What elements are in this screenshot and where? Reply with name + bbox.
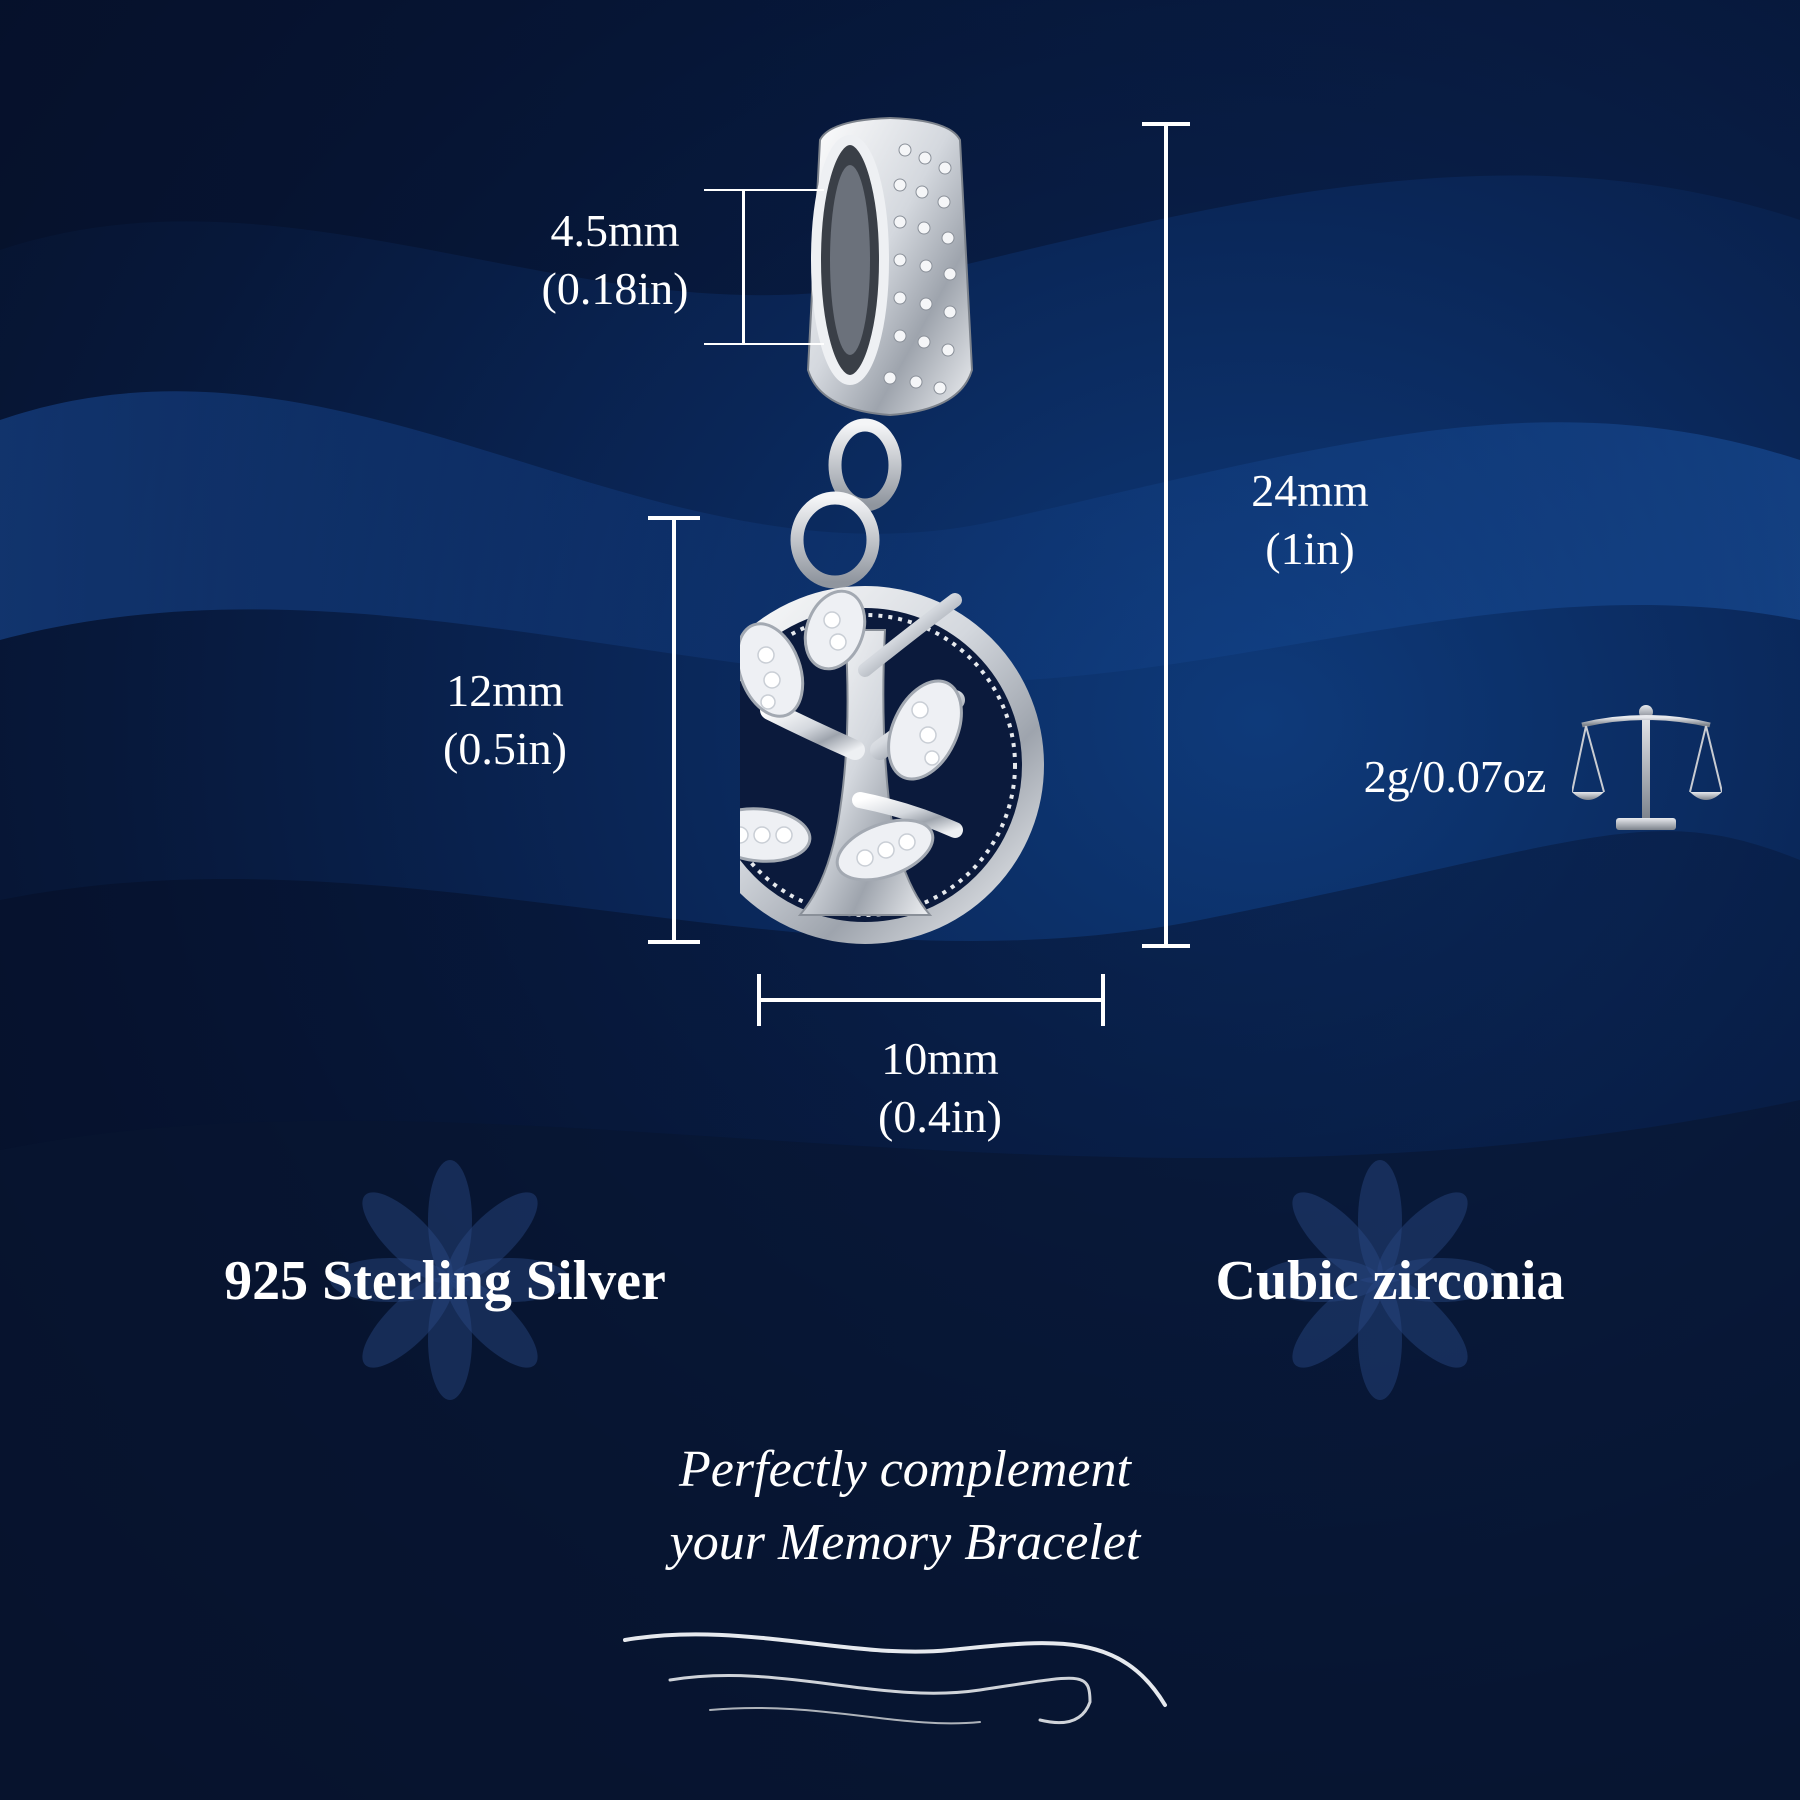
bail-bead [806,116,974,417]
pendant-height-cap-bottom [648,940,700,944]
bail-dimension-inch: (0.18in) [541,262,689,314]
flower-ornament-left [330,1160,570,1400]
flower-ornament-right [1260,1160,1500,1400]
weight-label: 2g/0.07oz [1363,751,1547,802]
tagline-line-1: Perfectly complement [679,1441,1131,1498]
bail-dimension-line [742,190,745,344]
bail-dimension-cap-bottom [704,343,824,345]
total-height-label: 24mm (1in) [1210,462,1410,577]
pendant-height-line [672,518,676,942]
balance-scale-icon [1572,705,1722,830]
total-height-mm: 24mm [1251,465,1369,516]
pendant-disc [740,586,1044,944]
width-dimension-label: 10mm (0.4in) [840,1030,1040,1145]
material-label: 925 Sterling Silver [224,1250,666,1312]
width-dimension-line [758,998,1104,1002]
width-dimension-inch: (0.4in) [878,1090,1002,1142]
width-dimension-cap-left [757,974,761,1026]
total-height-cap-bottom [1142,944,1190,948]
total-height-inch: (1in) [1265,522,1355,574]
tagline: Perfectly complement your Memory Bracele… [600,1434,1210,1580]
width-dimension-cap-right [1101,974,1105,1026]
pendant-height-label: 12mm (0.5in) [410,662,600,777]
total-height-line [1164,124,1168,946]
jump-ring-bottom [790,491,880,589]
tree-of-life-charm-image [740,116,1044,944]
bail-dimension-label: 4.5mm (0.18in) [520,202,710,317]
stone-label: Cubic zirconia [1215,1250,1565,1312]
pendant-height-mm: 12mm [446,665,564,716]
pendant-height-cap-top [648,516,700,520]
bail-dimension-cap-top [704,189,824,191]
width-dimension-mm: 10mm [881,1033,999,1084]
decorative-swash [623,1632,1167,1725]
total-height-cap-top [1142,122,1190,126]
tagline-line-2: your Memory Bracelet [669,1513,1141,1571]
pendant-height-inch: (0.5in) [443,722,567,774]
bail-dimension-mm: 4.5mm [550,205,680,256]
